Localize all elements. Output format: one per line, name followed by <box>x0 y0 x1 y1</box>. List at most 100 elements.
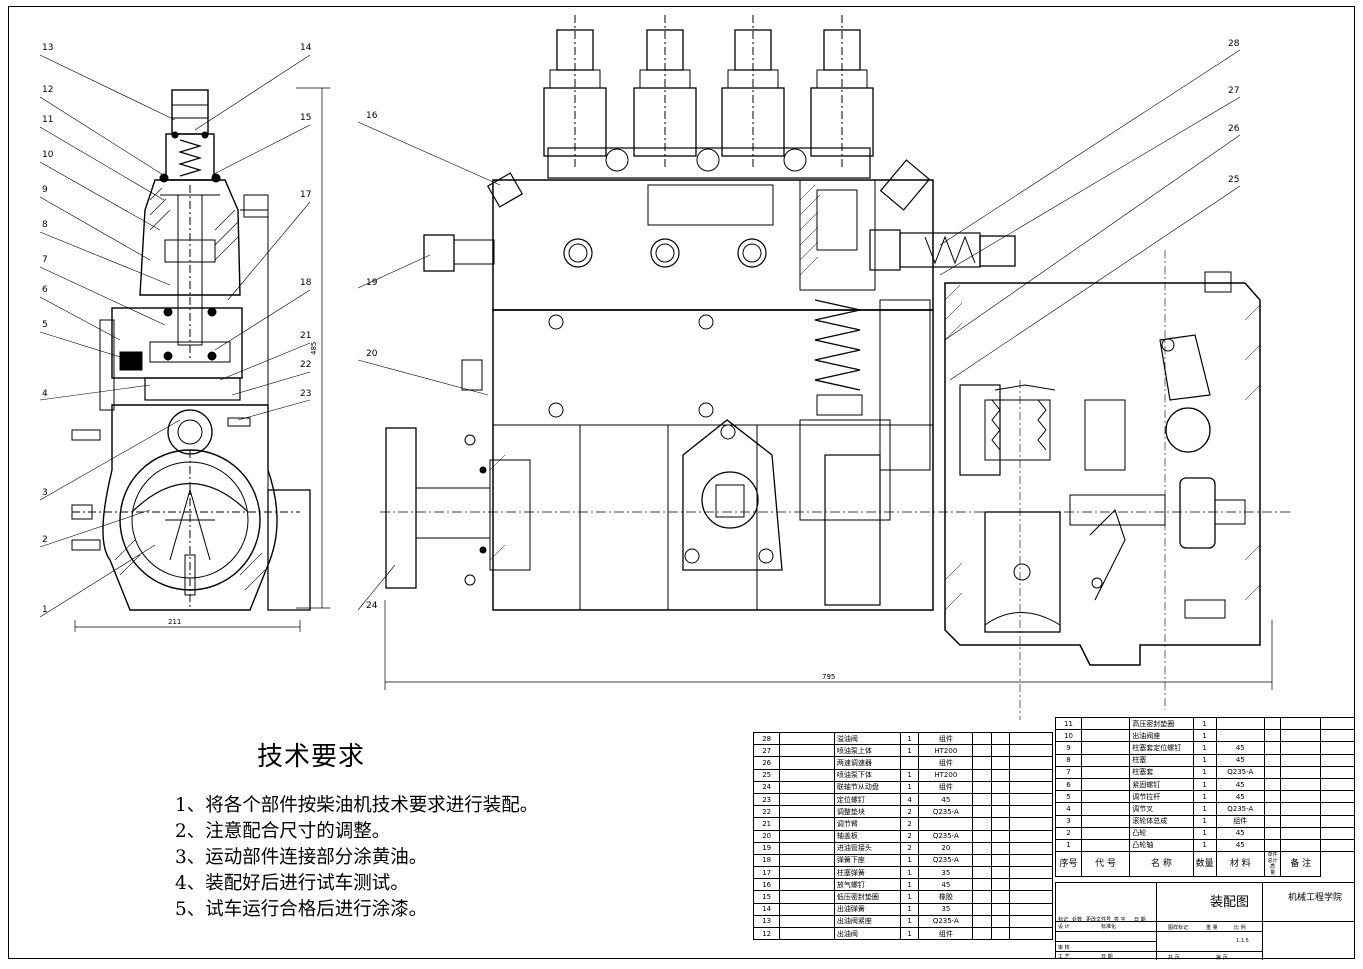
parts-cell <box>990 829 1010 843</box>
parts-no: 3 <box>1055 814 1082 828</box>
parts-mat: 35 <box>918 902 974 916</box>
parts-name: 滚轮体总成 <box>1129 814 1194 828</box>
parts-mat: 35 <box>918 866 974 880</box>
parts-mat: Q235-A <box>1215 802 1265 816</box>
callout-10: 10 <box>42 150 54 160</box>
callout-labels: 13 12 11 10 9 8 7 6 5 4 3 2 1 14 15 17 1… <box>42 39 1240 615</box>
parts-mat: Q235-A <box>918 805 974 819</box>
parts-qty: 1 <box>899 853 920 868</box>
parts-no: 12 <box>752 926 781 941</box>
parts-name: 高压密封垫圈 <box>1129 716 1194 731</box>
side-view-leaders <box>39 54 311 618</box>
drawing-border <box>8 6 1355 959</box>
hdr-no: 序号 <box>1055 851 1082 878</box>
parts-cell <box>990 890 1010 904</box>
callout-15: 15 <box>300 113 311 123</box>
parts-cell <box>990 780 1010 794</box>
parts-cell <box>1280 765 1322 779</box>
parts-mat: 45 <box>918 792 974 807</box>
callout-17: 17 <box>300 190 311 200</box>
parts-no: 28 <box>752 731 781 746</box>
parts-cell <box>990 926 1010 941</box>
callout-25: 25 <box>1228 175 1239 185</box>
parts-name: 轴盖板 <box>833 829 901 843</box>
parts-cell <box>1280 826 1322 840</box>
parts-cell <box>1080 826 1131 840</box>
parts-qty: 2 <box>899 829 920 843</box>
parts-cell <box>1080 753 1131 767</box>
parts-cell <box>779 731 835 746</box>
parts-cell <box>990 902 1010 916</box>
parts-cell <box>779 792 835 807</box>
callout-2: 2 <box>42 535 48 545</box>
callout-28: 28 <box>1228 39 1240 49</box>
parts-qty: 1 <box>1192 826 1217 840</box>
parts-cell <box>972 817 992 831</box>
parts-qty: 1 <box>899 768 920 782</box>
parts-cell <box>779 890 835 904</box>
parts-cell <box>972 731 992 746</box>
callout-14: 14 <box>300 43 312 53</box>
callout-8: 8 <box>42 220 48 230</box>
parts-cell <box>1008 841 1054 855</box>
parts-qty: 4 <box>899 792 920 807</box>
parts-cell <box>990 878 1010 892</box>
parts-qty: 1 <box>899 902 920 916</box>
parts-cell <box>1008 805 1054 819</box>
callout-19: 19 <box>366 278 378 288</box>
parts-no: 9 <box>1055 741 1082 755</box>
tb-label: 标准化 <box>1101 924 1117 930</box>
callout-18: 18 <box>300 278 312 288</box>
callout-20: 20 <box>366 349 378 359</box>
parts-cell <box>972 805 992 819</box>
title-block: 装配图 机械工程学院 标记 处数 更改文件号 签 字 日 期 设 计 标准化 审… <box>1055 882 1355 961</box>
parts-cell <box>972 744 992 758</box>
callout-5: 5 <box>42 320 48 330</box>
parts-no: 27 <box>752 744 781 758</box>
callout-21: 21 <box>300 331 311 341</box>
parts-mat: 45 <box>918 878 974 892</box>
parts-cell <box>1320 753 1355 767</box>
parts-name: 放气螺钉 <box>833 878 901 892</box>
tb-label: 处数 <box>1072 917 1083 923</box>
parts-mat: 组件 <box>918 780 974 794</box>
parts-no: 7 <box>1055 765 1082 779</box>
parts-cell <box>779 841 835 855</box>
parts-cell <box>1080 765 1131 779</box>
callout-16: 16 <box>366 111 378 121</box>
parts-cell <box>779 878 835 892</box>
parts-cell <box>1008 878 1054 892</box>
tech-item: 3、运动部件连接部分涂黄油。 <box>175 847 428 868</box>
side-section-view <box>71 89 311 611</box>
parts-cell <box>1263 790 1282 804</box>
parts-no: 16 <box>752 878 781 892</box>
parts-no: 5 <box>1055 790 1082 804</box>
tb-label: 签 字 <box>1114 917 1126 923</box>
parts-cell <box>1320 790 1355 804</box>
parts-cell <box>990 817 1010 831</box>
parts-name: 柱塞套定位螺钉 <box>1129 741 1194 755</box>
parts-qty: 2 <box>899 817 920 831</box>
parts-cell <box>972 768 992 782</box>
parts-no: 20 <box>752 829 781 843</box>
parts-cell <box>779 817 835 831</box>
parts-no: 11 <box>1055 716 1082 731</box>
parts-name: 出油弹簧 <box>833 902 901 916</box>
parts-mat <box>1215 716 1265 731</box>
parts-cell <box>1008 890 1054 904</box>
parts-no: 13 <box>752 914 781 929</box>
parts-qty: 1 <box>899 914 920 929</box>
parts-mat <box>918 817 974 831</box>
parts-cell <box>990 841 1010 855</box>
parts-mat: 45 <box>1215 753 1265 767</box>
